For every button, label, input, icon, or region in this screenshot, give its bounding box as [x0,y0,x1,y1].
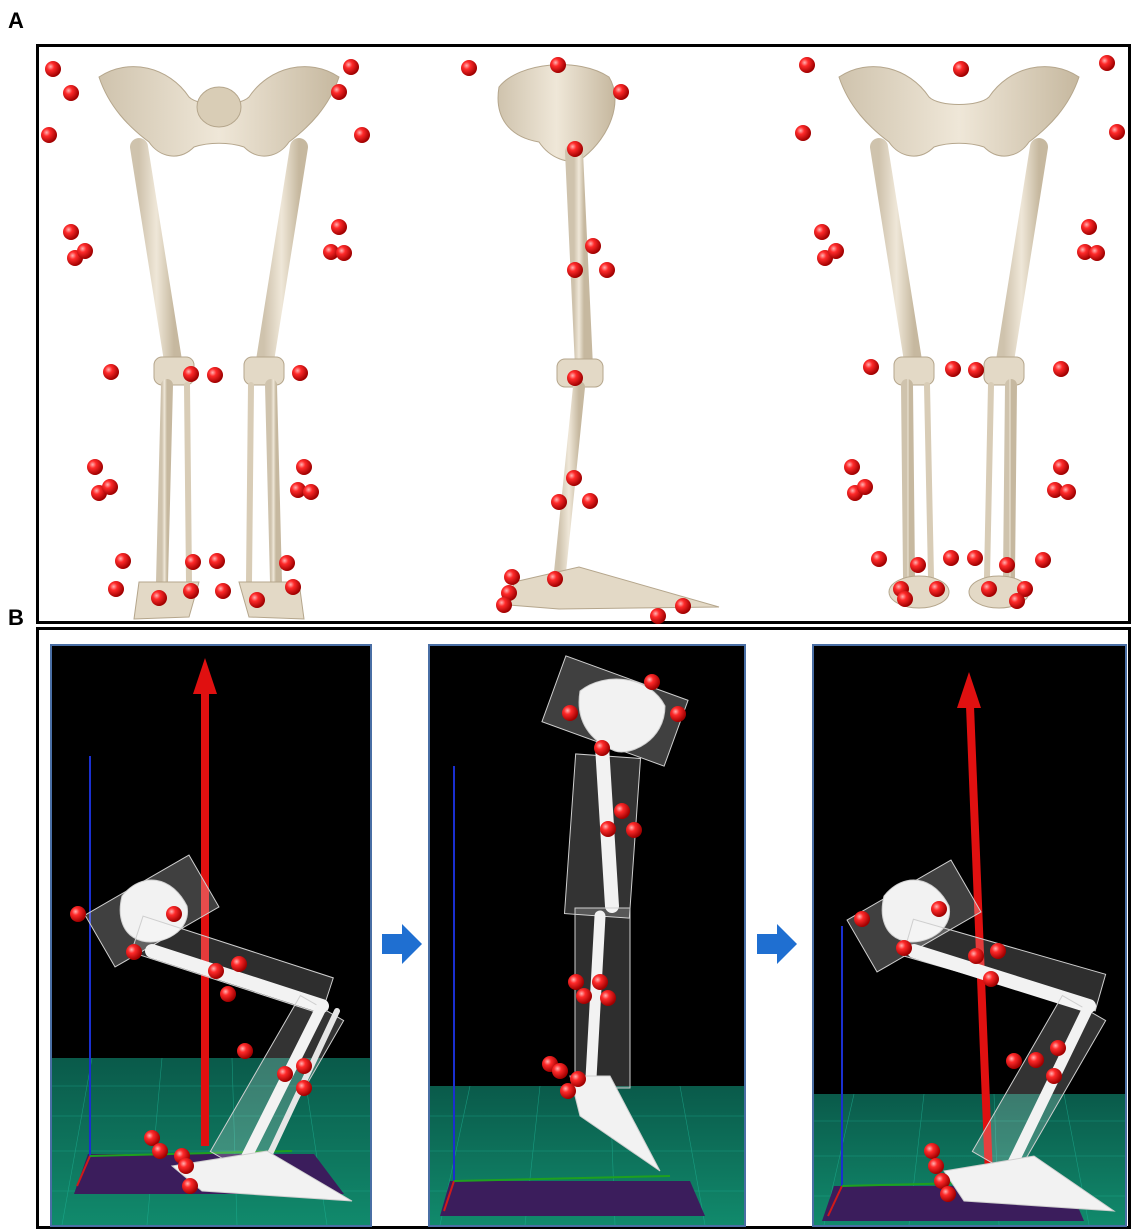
panel-a-label: A [8,8,24,34]
step-arrow-1 [380,922,424,966]
panel-a-figure [39,47,1131,627]
simulation-frame-standing [428,644,746,1227]
simulation-frame-squat-start [50,644,372,1227]
simulation-frame-squat-end [812,644,1127,1227]
posterior-view-skeleton [839,67,1079,608]
anterior-view-skeleton [99,67,339,619]
step-arrow-2 [755,922,799,966]
panel-b-label: B [8,605,24,631]
ground-plane [52,1058,370,1225]
lateral-view-skeleton [498,65,719,609]
pelvis-lateral [498,65,615,161]
force-plate [440,1181,705,1216]
panel-a-frame [36,44,1131,624]
